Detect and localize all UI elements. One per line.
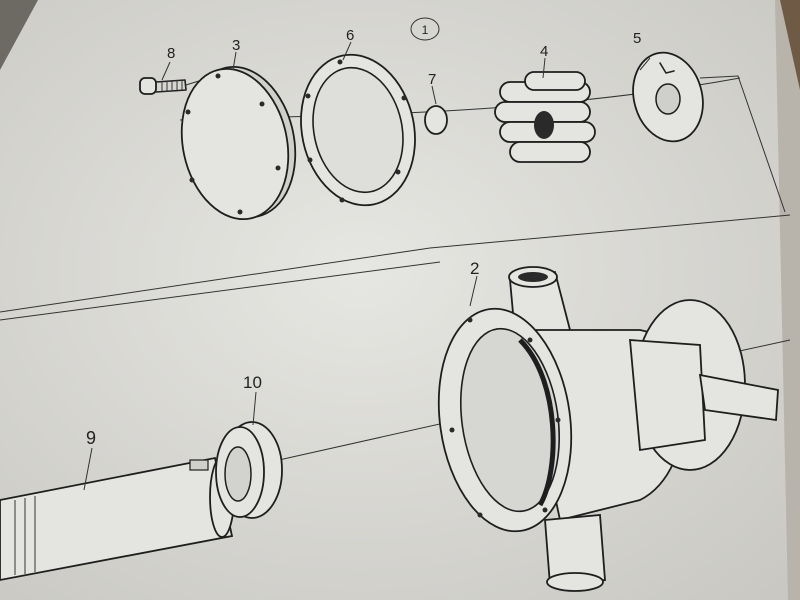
impeller-part (494, 71, 596, 163)
pump-housing-part (437, 266, 779, 592)
cover-plate-part (180, 65, 297, 221)
callout-2: 2 (470, 259, 479, 278)
page-edge (775, 0, 800, 600)
callout-6: 6 (346, 27, 354, 44)
callout-10: 10 (243, 373, 262, 392)
seal-part (215, 421, 283, 519)
wood-corner (780, 0, 800, 90)
callout-3: 3 (232, 37, 240, 54)
callout-8: 8 (167, 45, 175, 62)
small-plate-part (424, 105, 448, 135)
callout-7: 7 (428, 71, 436, 88)
cam-plate-part (632, 51, 704, 143)
group-marker: 1 (410, 17, 440, 41)
callout-9: 9 (86, 428, 96, 448)
callout-4: 4 (540, 43, 548, 60)
callouts: 8 3 6 7 4 5 2 10 9 (83, 27, 651, 491)
svg-text:1: 1 (422, 23, 429, 37)
callout-5: 5 (633, 30, 641, 47)
gasket-part (300, 53, 416, 207)
table-corner (0, 0, 38, 70)
